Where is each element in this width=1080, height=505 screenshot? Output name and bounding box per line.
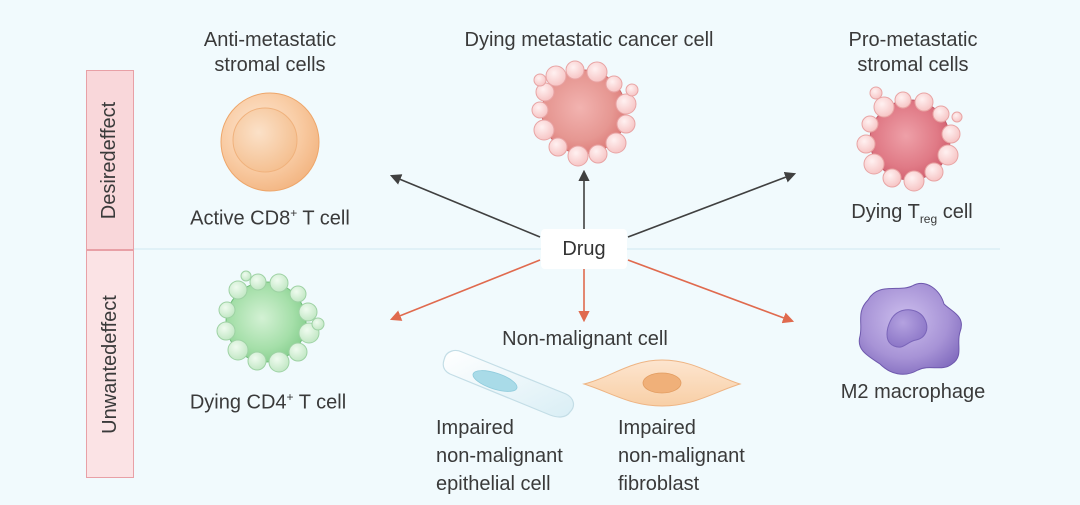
arrow-to-cd8 bbox=[389, 174, 541, 238]
drug-box: Drug bbox=[541, 229, 627, 269]
pro-metastatic-line1: Pro-metastatic bbox=[848, 29, 978, 51]
desired-effect-label: Desiredeffect bbox=[98, 101, 121, 219]
anti-metastatic-header: Anti-metastatic stromal cells bbox=[180, 28, 360, 78]
cd4-label: Dying CD4+ T cell bbox=[189, 390, 347, 414]
desired-effect-band: Desiredeffect bbox=[86, 70, 134, 250]
fibroblast-label: Impaired non-malignant fibroblast bbox=[618, 417, 745, 495]
unwanted-effect-label: Unwantedeffect bbox=[98, 294, 121, 434]
treg-cell-illustration bbox=[856, 86, 963, 192]
arrow-to-treg bbox=[627, 171, 797, 238]
arrow-to-cd4 bbox=[389, 259, 541, 321]
m2-macrophage-illustration bbox=[858, 282, 962, 375]
epithelial-label: Impaired non-malignant epithelial cell bbox=[436, 417, 563, 495]
pro-metastatic-line2: stromal cells bbox=[857, 54, 969, 76]
fibroblast-illustration bbox=[582, 359, 742, 407]
epithelial-cell-illustration bbox=[442, 349, 575, 418]
arrow-to-macrophage bbox=[627, 259, 795, 324]
center-header: Dying metastatic cancer cell bbox=[464, 29, 714, 51]
nonmalignant-label: Non-malignant cell bbox=[502, 328, 668, 350]
cd8-label: Active CD8+ T cell bbox=[190, 206, 350, 230]
drug-label: Drug bbox=[562, 237, 606, 260]
anti-metastatic-line2: stromal cells bbox=[214, 54, 326, 76]
m2-macrophage-label: M2 macrophage bbox=[840, 381, 986, 403]
anti-metastatic-line1: Anti-metastatic bbox=[203, 29, 337, 51]
cd4-t-cell-illustration bbox=[216, 270, 325, 373]
pro-metastatic-header: Pro-metastatic stromal cells bbox=[818, 28, 1008, 78]
cd8-t-cell-illustration bbox=[220, 92, 320, 192]
treg-label: Dying Treg cell bbox=[851, 201, 973, 226]
cancer-cell-illustration bbox=[531, 60, 639, 167]
unwanted-effect-band: Unwantedeffect bbox=[86, 250, 134, 478]
